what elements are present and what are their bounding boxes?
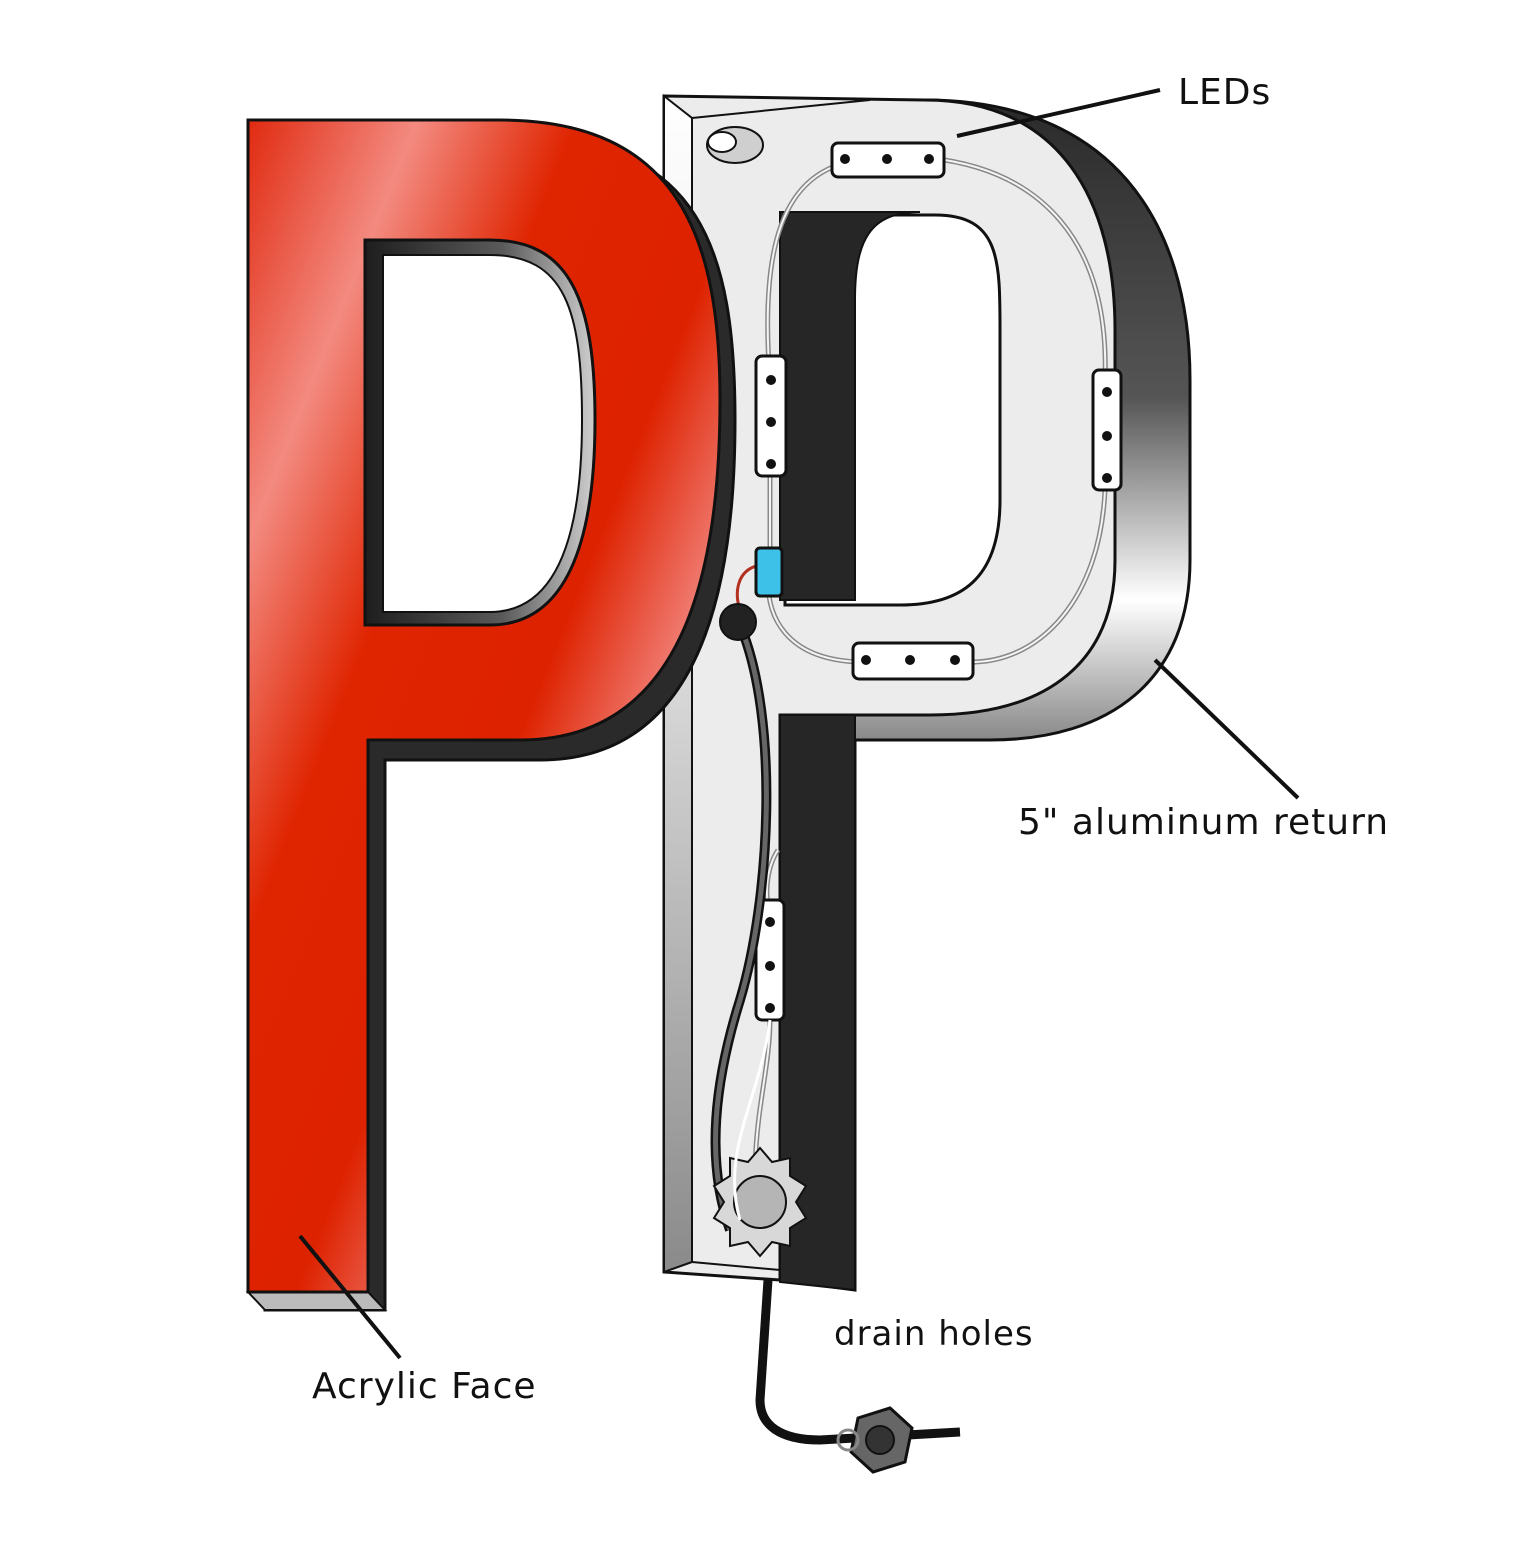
external-cable <box>755 1279 961 1445</box>
channel-letter-back <box>662 93 1192 1474</box>
leader-lines <box>298 88 1300 1360</box>
aluminum-return-label: 5" aluminum return <box>1018 802 1390 843</box>
drain-holes-label: drain holes <box>834 1314 1034 1354</box>
acrylic-face-letter <box>245 118 737 1312</box>
top-bevel-line <box>691 99 871 119</box>
led-wiring-inner <box>766 156 1107 663</box>
led-module-icon <box>830 141 946 179</box>
gear-wire <box>732 1019 772 1221</box>
bottom-bevel-line <box>691 1261 781 1271</box>
leds-label: LEDs <box>1178 72 1272 113</box>
led-module-icon <box>851 641 975 681</box>
led-module-icon <box>754 354 788 478</box>
drain-hole-icon <box>712 1146 808 1258</box>
acrylic-counter <box>382 254 584 613</box>
cable-gland-icon <box>836 1406 914 1474</box>
led-module-icon <box>1091 368 1123 492</box>
cable-grommet <box>719 603 757 641</box>
leds-leader-line <box>956 88 1161 138</box>
face-leader-line <box>298 1234 402 1360</box>
inner-return <box>779 211 921 601</box>
drain-hole-icon <box>706 126 764 164</box>
acrylic-face-label: Acrylic Face <box>312 1366 537 1407</box>
acrylic-bottom-edge <box>245 1291 388 1311</box>
power-supply-icon <box>754 546 784 598</box>
stem-return <box>779 714 856 1292</box>
led-module-icon <box>754 898 786 1022</box>
return-leader-line <box>1153 658 1300 800</box>
